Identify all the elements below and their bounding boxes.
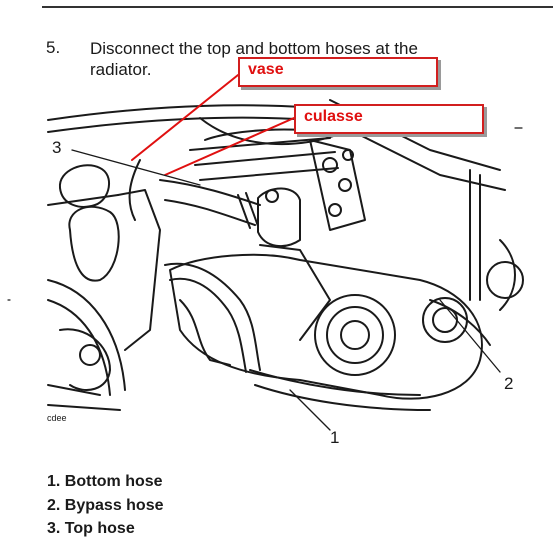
step-instruction: Disconnect the top and bottom hoses at t…: [90, 38, 520, 80]
vase-leader: [131, 74, 239, 161]
culasse-leader: [164, 117, 295, 176]
reservoir-cap: [58, 164, 110, 208]
crankcase: [169, 253, 483, 400]
annotation-culasse-label: culasse: [304, 108, 363, 125]
step-instruction-line1: Disconnect the top and bottom hoses at t…: [90, 39, 418, 58]
step-number: 5.: [46, 38, 61, 57]
legend-item: 2. Bypass hose: [47, 496, 164, 514]
parts-legend: 1. Bottom hose 2. Bypass hose 3. Top hos…: [47, 470, 164, 541]
callout-3-leader: [71, 149, 201, 186]
legend-item: 3. Top hose: [47, 520, 135, 537]
annotation-culasse: culasse: [294, 104, 484, 134]
callout-2: 2: [504, 374, 514, 393]
reservoir-body: [68, 205, 120, 282]
figure-credit: cdee: [47, 413, 67, 423]
top-rule: [42, 6, 553, 8]
callout-1-leader: [289, 389, 331, 431]
clutch-cover: [314, 294, 396, 376]
callout-1: 1: [330, 428, 340, 447]
step-instruction-line2: radiator.: [90, 60, 152, 79]
annotation-vase-label: vase: [248, 61, 284, 78]
annotation-vase: vase: [238, 57, 438, 87]
legend-item: 1. Bottom hose: [47, 473, 163, 490]
top-hose: [159, 179, 261, 206]
callout-3: 3: [52, 138, 62, 157]
callout-2-leader: [439, 299, 501, 373]
bottom-hose: [164, 262, 261, 371]
